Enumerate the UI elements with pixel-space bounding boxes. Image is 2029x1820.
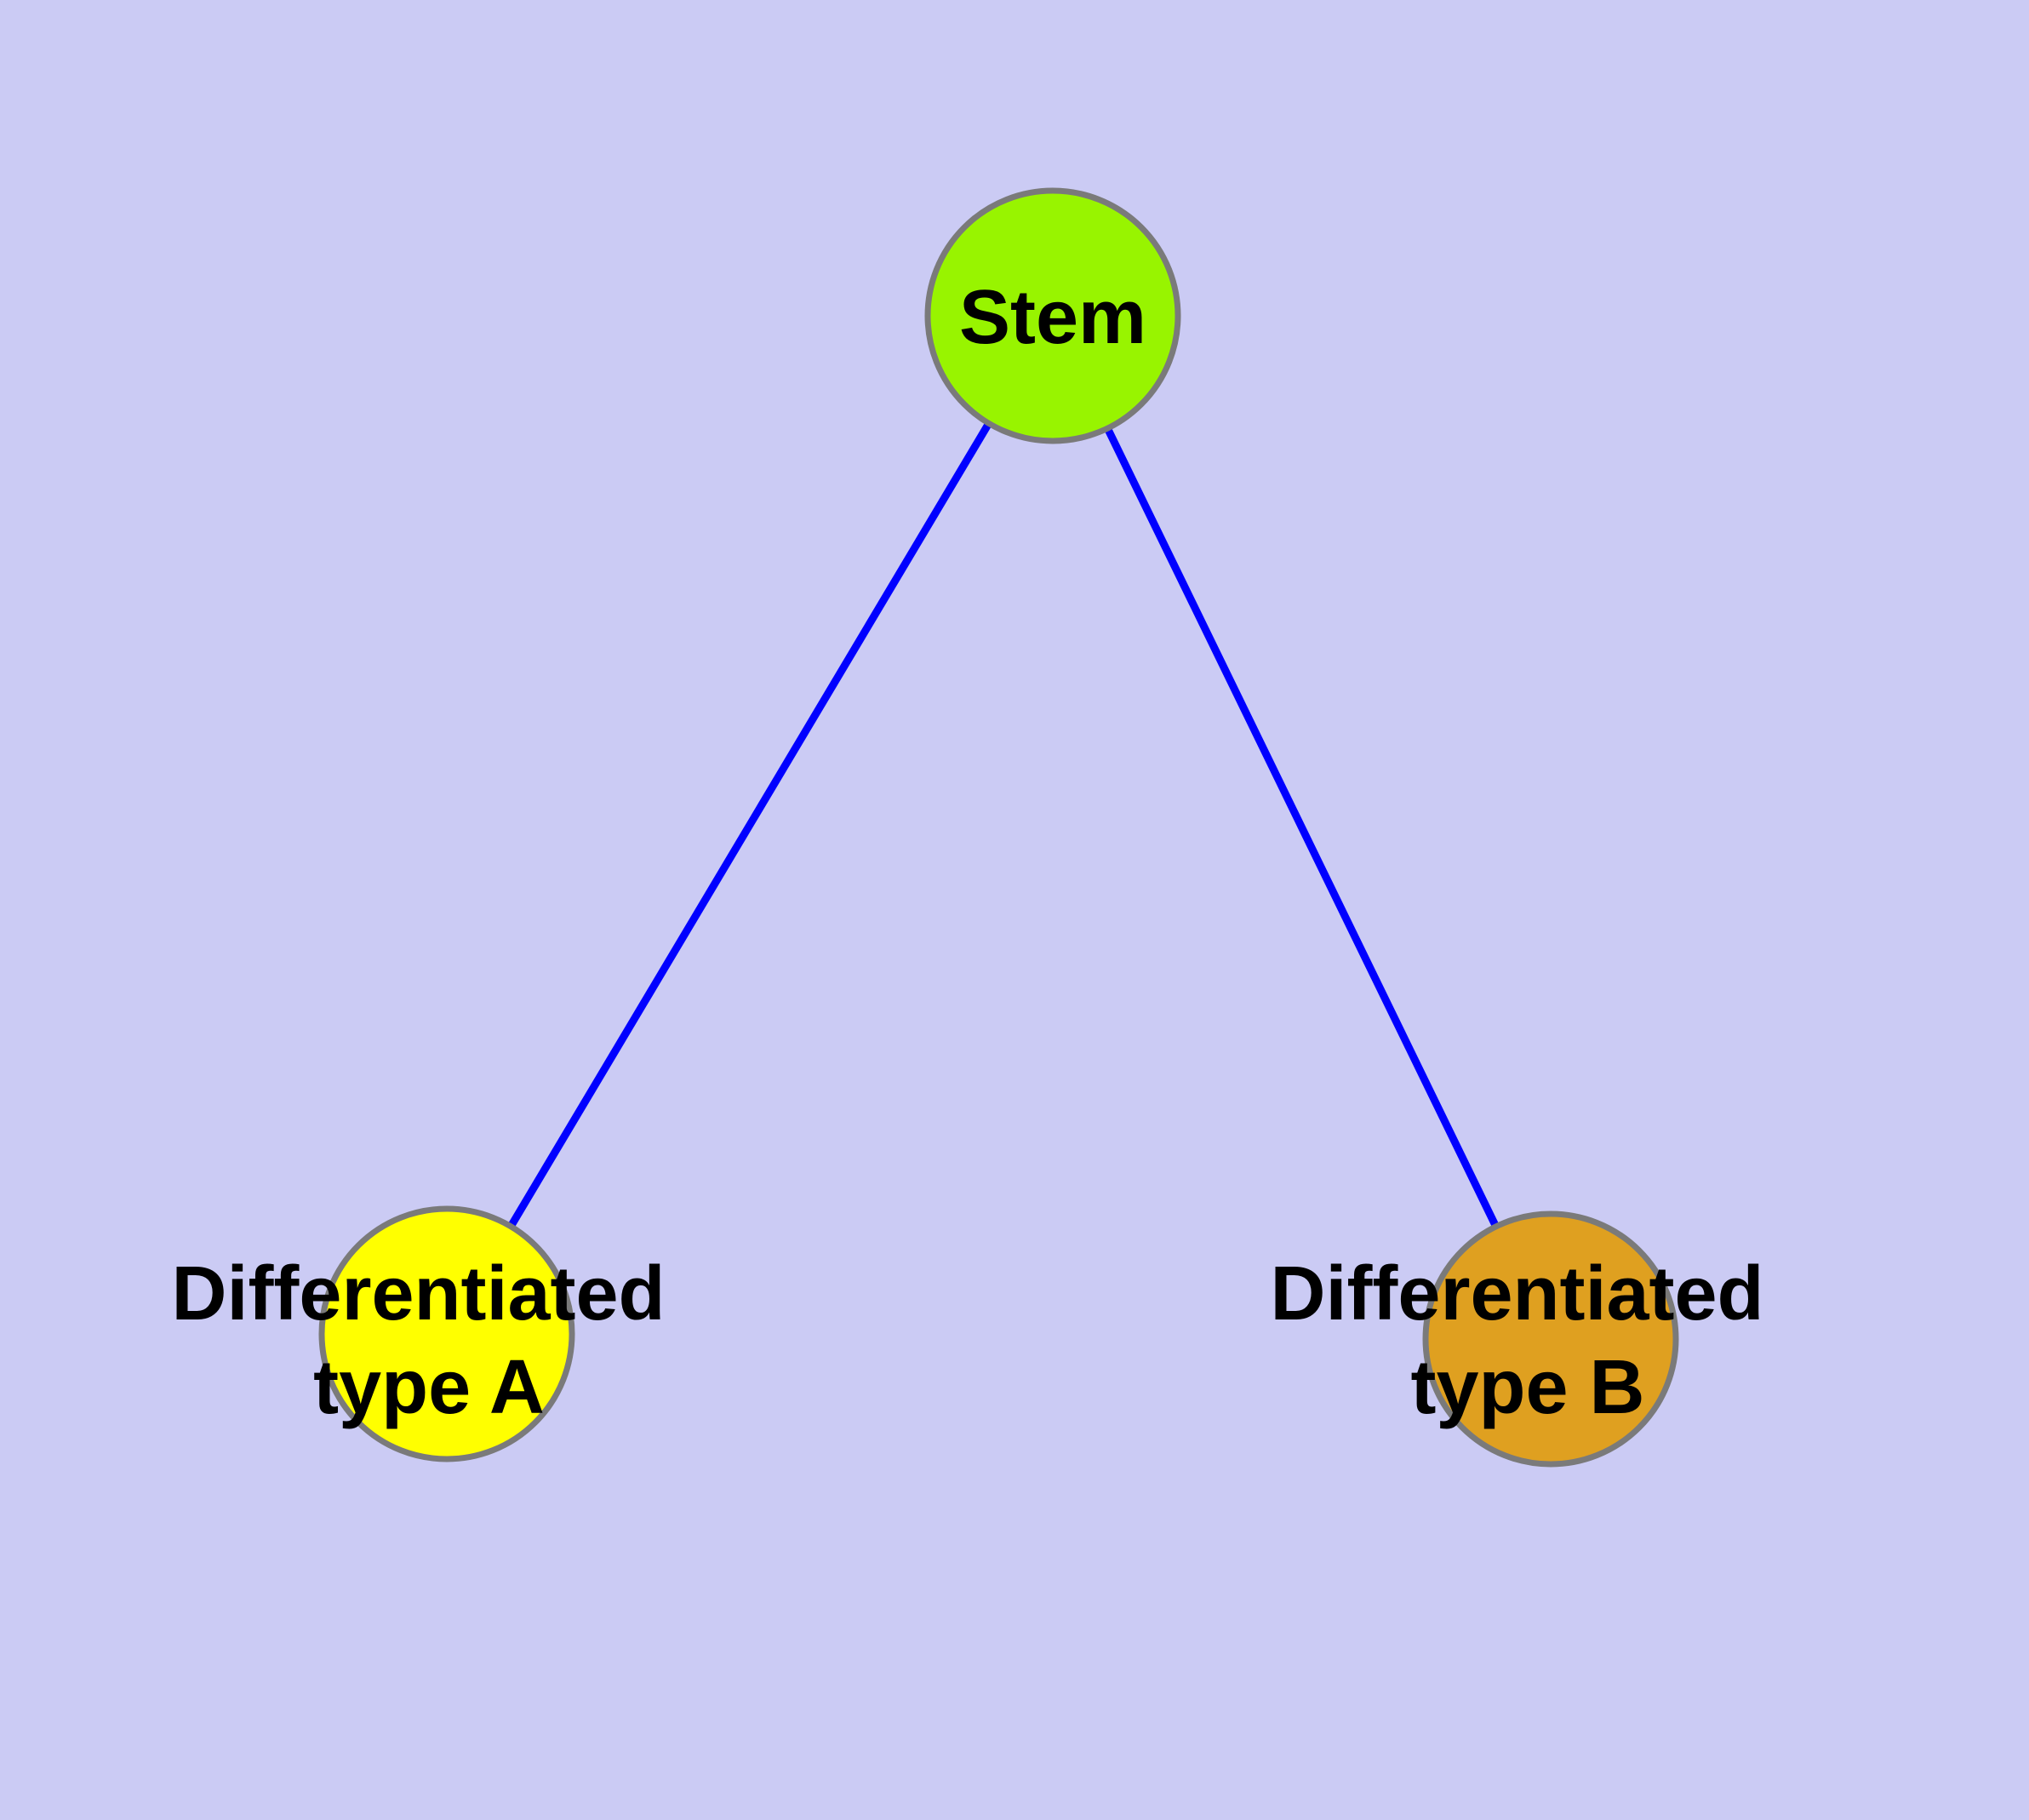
- node-type-b-circle: [1422, 1210, 1679, 1468]
- node-type-a-label-line2: type A: [313, 1345, 545, 1430]
- node-type-a-circle: [318, 1205, 575, 1462]
- node-stem-label-line: Stem: [959, 275, 1146, 360]
- node-type-b-label: Differentiated type B: [1270, 1251, 1785, 1430]
- node-stem-label: Stem: [959, 275, 1146, 360]
- node-stem-circle: [924, 187, 1181, 444]
- edge-stem-to-type-b: [1049, 314, 1555, 1341]
- edge-stem-to-type-a: [443, 313, 1056, 1336]
- node-type-a-label: Differentiated type A: [171, 1251, 686, 1430]
- node-type-b-label-line2: type B: [1410, 1345, 1644, 1430]
- node-type-a-label-line1: Differentiated: [171, 1251, 665, 1336]
- node-type-b-label-line1: Differentiated: [1270, 1251, 1763, 1336]
